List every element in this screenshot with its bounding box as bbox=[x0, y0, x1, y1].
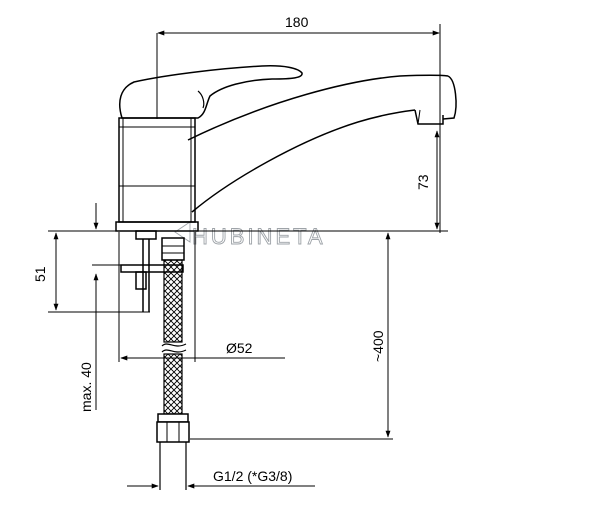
dimension-max-mount bbox=[92, 203, 121, 410]
dimension-thread-label: G1/2 (*G3/8) bbox=[213, 468, 292, 484]
dimension-hose-length-label: ~400 bbox=[370, 330, 386, 362]
dimension-max-mount-label: max. 40 bbox=[78, 362, 94, 412]
dimension-hose-length bbox=[190, 232, 393, 440]
dimension-diameter-label: Ø52 bbox=[226, 340, 253, 356]
spout bbox=[187, 74, 457, 213]
watermark: HUBINETA bbox=[174, 221, 326, 249]
flex-hose bbox=[156, 237, 190, 490]
dimension-body-thickness bbox=[48, 230, 150, 313]
dimension-width-label: 180 bbox=[285, 14, 309, 30]
lever-handle bbox=[119, 65, 303, 119]
dimension-spout-height-label: 73 bbox=[415, 174, 431, 190]
dimension-width bbox=[156, 24, 441, 233]
faucet-body bbox=[115, 117, 199, 232]
mounting-stud bbox=[120, 230, 184, 312]
dimension-spout-height bbox=[198, 130, 448, 232]
dimension-body-thickness-label: 51 bbox=[32, 266, 48, 282]
dimension-diameter bbox=[118, 232, 285, 362]
watermark-text: HUBINETA bbox=[192, 224, 326, 249]
